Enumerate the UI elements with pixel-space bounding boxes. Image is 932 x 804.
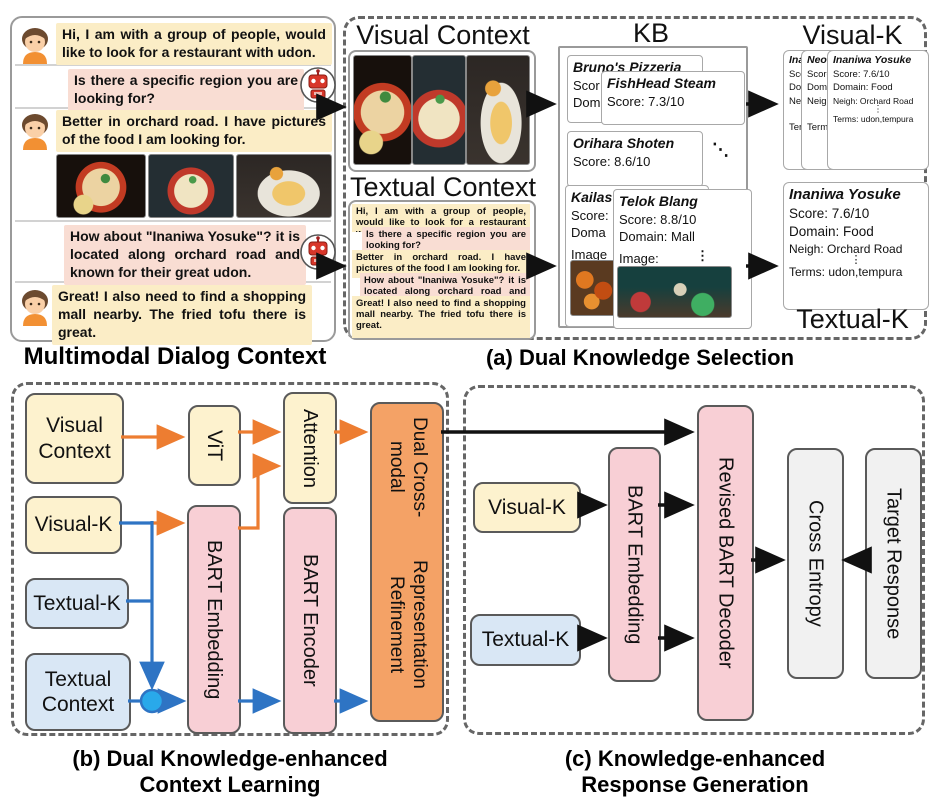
b-bart-encoder-box: BART Encoder [283,507,337,734]
kb-card-ellipsis: ⋮ [696,248,709,263]
panel-b-caption: (b) Dual Knowledge-enhanced Context Lear… [72,746,388,797]
kb-photo-fried-snack [570,260,618,316]
c-visual-k-box: Visual-K [473,482,581,533]
dialog-bubble-bot: Is there a specific region you are looki… [68,69,304,111]
c-textual-k-box: Textual-K [470,614,581,666]
kb-photo-street [617,266,732,318]
dialog-panel: Hi, I am with a group of people, would l… [10,16,336,345]
b-attention-box: Attention [283,392,337,504]
row-divider [15,220,331,222]
visual-context-title: Visual Context [356,20,530,50]
b-visual-k-box: Visual-K [25,496,122,554]
textual-context-box: Hi, I am with a group of people, would l… [348,200,536,340]
dialog-bubble-user: Hi, I am with a group of people, would l… [56,23,332,65]
visual-context-photo-tempura [466,55,530,165]
mini-bubble-user: Great! I also need to find a shopping ma… [352,296,530,338]
dialog-bubble-user: Better in orchard road. I have pictures … [56,110,332,152]
panel-c-caption: (c) Knowledge-enhanced Response Generati… [564,746,826,797]
user-avatar-icon [22,28,48,64]
panel-a-border [343,16,927,340]
robot-avatar-icon [300,67,336,103]
kb-ellipsis: ⋱ [712,140,729,159]
visual-k-card-front: Inaniwa Yosuke Score: 7.6/10 Domain: Foo… [827,50,929,170]
kb-card-orihara: Orihara Shoten Score: 8.6/10 [567,131,703,187]
panel-a-caption: (a) Dual Knowledge Selection [485,345,795,370]
b-dual-crossmodal-box: Dual Cross-modal Representation Refineme… [370,402,444,722]
textual-k-title: Textual-K [796,304,909,334]
kb-title: KB [632,18,670,48]
user-avatar-icon [22,114,48,150]
panel-c-border [463,385,925,735]
visual-context-images [348,50,536,172]
dialog-photo-udon [56,154,146,218]
b-textual-context-box: Textual Context [25,653,131,731]
row-divider [15,64,331,66]
textual-context-title: Textual Context [349,172,537,202]
dialog-bubble-bot: How about "Inaniwa Yosuke"? it is locate… [64,225,306,285]
c-bart-embedding-box: BART Embedding [608,447,661,682]
panel-b-border [11,382,449,736]
dialog-photo-soup [148,154,234,218]
robot-avatar-icon [300,234,336,270]
visual-k-title: Visual-K [802,20,903,50]
kb-box: Bruno's Pizzeria Scor Dom FishHead Steam… [558,46,752,329]
visual-context-photo-soup [412,55,466,165]
textual-k-card: Inaniwa Yosuke Score: 7.6/10 Domain: Foo… [783,182,929,310]
b-bart-embedding-box: BART Embedding [187,505,241,734]
kb-card-telok: Telok Blang Score: 8.8/10 Domain: Mall I… [613,189,752,329]
kb-card-fishhead: FishHead Steam Score: 7.3/10 [601,71,745,125]
c-cross-entropy-box: Cross Entropy [787,448,844,679]
user-avatar-icon [22,290,48,326]
b-vit-box: ViT [188,405,241,486]
dialog-bubble-user: Great! I also need to find a shopping ma… [52,285,312,345]
visual-context-photo-udon [353,55,412,165]
b-visual-context-box: Visual Context [25,393,124,484]
c-revised-bart-decoder-box: Revised BART Decoder [697,405,754,721]
dialog-caption: Multimodal Dialog Context [23,343,327,370]
dialog-photo-tempura [236,154,332,218]
c-target-response-box: Target Response [865,448,922,679]
b-textual-k-box: Textual-K [25,578,129,629]
